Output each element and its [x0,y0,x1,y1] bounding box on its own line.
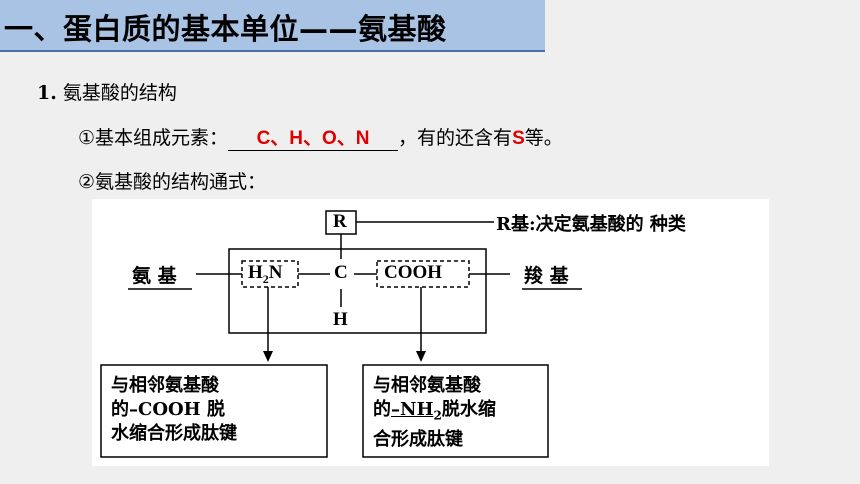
main-frame [228,248,487,334]
right-explanation-box [362,364,549,458]
elements-suffix-2: 等。 [524,127,563,149]
left-arrow-head [263,351,273,362]
left-line-3: 水缩合形成肽键 [111,423,237,444]
amino-acid-structure-diagram: R R基:决定氨基酸的 种类 氨 基 H2N C H COOH 羧 基 与相邻氨… [92,199,769,466]
left-line-1: 与相邻氨基酸 [111,375,219,396]
formula-line: ②氨基酸的结构通式： [78,171,267,193]
right-line-1: 与相邻氨基酸 [373,375,481,396]
carboxyl-label: 羧 基 [524,265,569,287]
amino-n: N [268,262,283,283]
section-number: 1. [37,82,57,104]
title-bar: 一、蛋白质的基本单位——氨基酸 [0,0,545,52]
right-line-2: 的–NH2脱水缩 [373,398,496,428]
carboxyl-formula: COOH [384,262,443,283]
amino-h: H [248,262,263,283]
elements-line: ①基本组成元素：C、H、O、N，有的还含有S等。 [78,123,563,151]
right-explanation: 与相邻氨基酸 的–NH2脱水缩 合形成肽键 [373,374,496,452]
diagram-lines [100,210,582,458]
r-group: R [333,211,347,232]
section-heading: 1. 氨基酸的结构 [37,78,177,105]
elements-suffix-1: ，有的还含有 [398,127,513,149]
right-line-2-sub: 2 [433,408,442,423]
right-line-2-formula: –NH [391,399,434,420]
section-label: 氨基酸的结构 [62,82,177,104]
page-title: 一、蛋白质的基本单位——氨基酸 [4,12,447,46]
right-line-3: 合形成肽键 [373,428,463,450]
amino-label: 氨 基 [132,265,177,287]
left-explanation-box [100,364,328,458]
r-group-label: R基:决定氨基酸的 种类 [496,214,686,235]
right-arrow-head [416,351,426,362]
left-explanation: 与相邻氨基酸 的–COOH 脱 水缩合形成肽键 [111,374,237,446]
right-line-2-pre: 的 [373,399,391,420]
sulfur-letter: S [512,128,525,149]
left-line-2: 的–COOH 脱 [111,399,225,420]
alpha-hydrogen: H [333,309,348,330]
elements-answer: C、H、O、N [228,128,399,151]
amino-formula: H2N [248,262,283,287]
central-carbon: C [334,262,348,283]
right-line-2-post: 脱水缩 [441,399,496,420]
amino-sub: 2 [262,271,269,286]
elements-prefix: ①基本组成元素： [78,127,229,149]
